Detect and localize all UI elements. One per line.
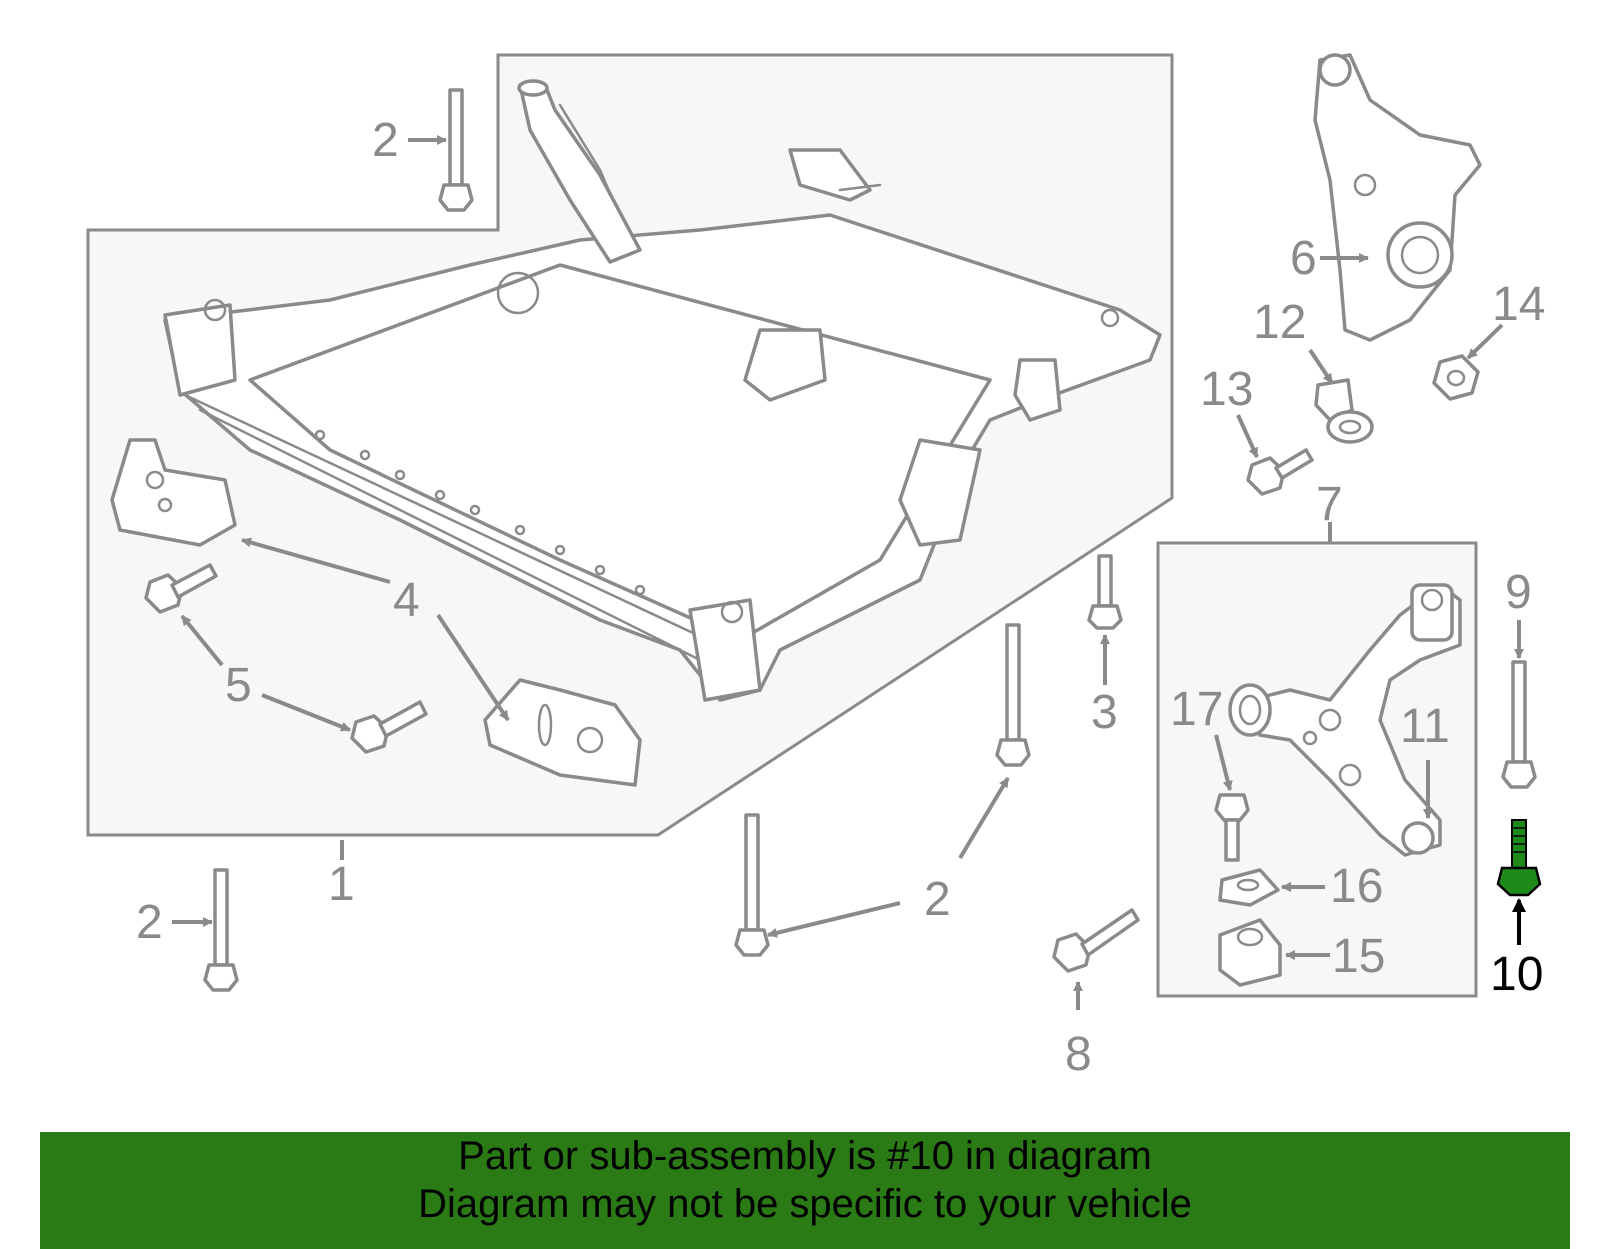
parts-diagram: 2 1 2 2 2 3 4 5 6 7 8 9 10 11 12 13 14 1… <box>86 53 1545 1081</box>
lower-control-arm-part[interactable] <box>1228 583 1462 857</box>
info-banner: Part or sub-assembly is #10 in diagram D… <box>40 1132 1570 1249</box>
bolt-2-top-part[interactable] <box>438 88 474 212</box>
bolt-8-part[interactable] <box>1052 908 1140 973</box>
callout-12: 12 <box>1253 296 1306 349</box>
callout-11: 11 <box>1400 700 1450 753</box>
bolt-2-bottom-left-part[interactable] <box>203 868 239 992</box>
bolt-2-mid-right-part[interactable] <box>995 623 1031 767</box>
hose-clamp-part[interactable] <box>1314 378 1374 444</box>
bracket-right-part[interactable] <box>483 678 642 787</box>
bolt-5-lower-part[interactable] <box>350 700 428 754</box>
front-crossmember-part[interactable] <box>163 79 1162 702</box>
highlighted-bolt-10-part[interactable] <box>1496 819 1542 897</box>
banner-line-1: Part or sub-assembly is #10 in diagram <box>458 1134 1152 1178</box>
callout-17: 17 <box>1170 683 1223 736</box>
callout-10: 10 <box>1490 948 1543 1001</box>
callout-15: 15 <box>1332 930 1385 983</box>
callout-5: 5 <box>225 659 252 712</box>
callout-2-top: 2 <box>372 114 399 167</box>
callout-9: 9 <box>1505 566 1532 619</box>
callout-2-bottom-mid: 2 <box>924 873 951 926</box>
bolt-2-bottom-mid-part[interactable] <box>734 813 770 957</box>
leader-lines <box>172 135 1526 1010</box>
bracket-left-part[interactable] <box>110 438 237 547</box>
steering-knuckle-part[interactable] <box>1313 53 1482 342</box>
callout-6: 6 <box>1290 232 1317 285</box>
callout-4: 4 <box>393 574 420 627</box>
callout-3: 3 <box>1091 686 1118 739</box>
bolt-3-part[interactable] <box>1087 554 1123 630</box>
callouts: 2 1 2 2 2 3 4 5 6 7 8 9 10 11 12 13 14 1… <box>136 114 1545 1081</box>
nut-14-part[interactable] <box>1432 354 1480 401</box>
callout-7: 7 <box>1316 478 1343 531</box>
banner-line-2: Diagram may not be specific to your vehi… <box>418 1182 1192 1226</box>
bolt-13-part[interactable] <box>1246 448 1314 496</box>
callout-1: 1 <box>328 858 355 911</box>
callout-14: 14 <box>1492 278 1545 331</box>
callout-2-bottom-left: 2 <box>136 896 163 949</box>
bolt-17-part[interactable] <box>1214 793 1250 862</box>
bolt-9-part[interactable] <box>1501 660 1537 789</box>
bushing-15-part[interactable] <box>1218 918 1282 987</box>
callout-13: 13 <box>1200 363 1253 416</box>
callout-16: 16 <box>1330 860 1383 913</box>
washer-16-part[interactable] <box>1218 868 1280 907</box>
callout-8: 8 <box>1065 1028 1092 1081</box>
bolt-5-upper-part[interactable] <box>144 563 218 614</box>
